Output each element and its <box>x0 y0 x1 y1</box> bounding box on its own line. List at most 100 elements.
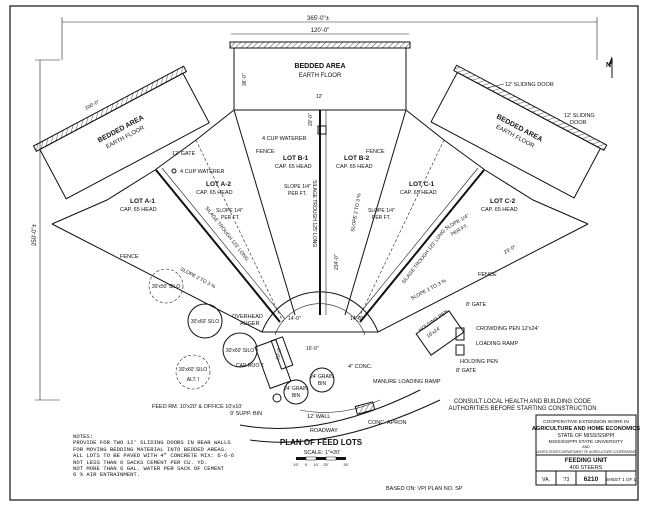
svg-text:LOT C-2: LOT C-2 <box>490 198 516 205</box>
overall-height-dim: 250'-0"± <box>32 223 38 246</box>
svg-text:CAP. 65 HEAD: CAP. 65 HEAD <box>196 190 233 196</box>
title-block: COOPERATIVE EXTENSION WORK IN AGRICULTUR… <box>532 414 640 486</box>
svg-text:30'x60' SILO: 30'x60' SILO <box>226 348 254 354</box>
svg-text:CAP. 65 HEAD: CAP. 65 HEAD <box>336 164 373 170</box>
svg-text:10': 10' <box>313 462 318 467</box>
sliding-door-top-label: 12' SLIDING DOOR <box>505 82 554 88</box>
roadway-label: ROADWAY <box>310 428 338 434</box>
svg-text:0: 0 <box>305 462 308 467</box>
lot-a2: LOT A-2 CAP. 65 HEAD <box>196 181 233 196</box>
svg-text:AUGER: AUGER <box>240 321 260 327</box>
silage-trough-center-label: SILAGE TROUGH 125' LONG <box>311 180 317 247</box>
svg-text:30'x50' SILO: 30'x50' SILO <box>152 284 180 290</box>
roadway <box>239 389 441 443</box>
svg-text:EARTH FLOOR: EARTH FLOOR <box>299 73 342 79</box>
notes-block: NOTES: PROVIDE FOR TWO 12' SLIDING DOORS… <box>73 433 283 479</box>
svg-text:N: N <box>606 62 611 69</box>
left-area-dim: 100'-0" <box>84 99 101 112</box>
right-pens: HOLDING PEN 16'x24' <box>415 309 465 356</box>
overall-dimensions: 365'-0"± 120'-0" 250'-0"± <box>32 16 598 401</box>
left-bedded-area: BEDDED AREA EARTH FLOOR <box>32 65 210 200</box>
inner-width-dim: 120'-0" <box>311 28 330 34</box>
fence-left-label: FENCE <box>120 254 139 260</box>
svg-text:24' GRAIN: 24' GRAIN <box>284 386 308 392</box>
svg-text:24' GRAIN: 24' GRAIN <box>310 374 334 380</box>
waterer-left-label: 4 CUP WATERER <box>180 169 225 175</box>
svg-text:30': 30' <box>343 462 348 467</box>
notes-line: NOT LESS THAN 6 SACKS CEMENT PER CU. YD. <box>73 458 208 466</box>
svg-text:20'-0": 20'-0" <box>308 113 314 126</box>
svg-text:CAP. 65 HEAD: CAP. 65 HEAD <box>120 207 157 213</box>
based-on-label: BASED ON: VPI PLAN NO. SP <box>386 486 463 492</box>
svg-text:20': 20' <box>323 462 328 467</box>
supp-bin-label: 9' SUPP. BIN <box>230 411 262 417</box>
lot-outline-lines <box>51 109 589 333</box>
fence-center-left-label: FENCE <box>256 149 275 155</box>
svg-text:PER FT.: PER FT. <box>372 215 391 221</box>
svg-text:VA.: VA. <box>542 477 550 483</box>
scale-label: SCALE: 1"=20' <box>304 450 340 456</box>
conc-apron-label: CONC. APRON <box>368 420 407 426</box>
conc-label: 4" CONC. <box>348 364 373 370</box>
fence-right-label: FENCE <box>478 272 497 278</box>
gate-left-label: 12' GATE <box>172 151 196 157</box>
svg-text:FEEDING UNIT: FEEDING UNIT <box>565 458 608 464</box>
svg-text:LOT A-1: LOT A-1 <box>130 198 155 205</box>
svg-text:BEDDED AREA: BEDDED AREA <box>294 63 345 70</box>
central-hub <box>261 291 379 336</box>
svg-text:STATE OF MISSISSIPPI: STATE OF MISSISSIPPI <box>558 433 615 439</box>
svg-text:COOPERATIVE EXTENSION WORK IN: COOPERATIVE EXTENSION WORK IN <box>543 419 629 425</box>
svg-text:MISSISSIPPI STATE UNIVERSITY: MISSISSIPPI STATE UNIVERSITY <box>549 439 625 445</box>
notes-line: ALL LOTS TO BE PAVED WITH 4" CONCRETE MI… <box>73 452 235 460</box>
svg-text:20'-0": 20'-0" <box>275 347 283 361</box>
svg-text:16'-0": 16'-0" <box>306 346 319 352</box>
dim-234: 234'-0" <box>334 254 340 270</box>
svg-text:LOT A-2: LOT A-2 <box>206 181 231 188</box>
svg-text:SLOPE 1/4": SLOPE 1/4" <box>284 184 311 190</box>
slope-2-3-center: SLOPE 2 TO 3 % <box>350 192 363 232</box>
overall-width-dim: 365'-0"± <box>307 16 330 22</box>
gate-8-bottom-label: 8' GATE <box>456 368 477 374</box>
svg-text:CAP. 65 HEAD: CAP. 65 HEAD <box>400 190 437 196</box>
plan-title: PLAN OF FEED LOTS <box>280 438 363 447</box>
lot-b1: LOT B-1 CAP. 65 HEAD <box>275 155 312 170</box>
svg-text:23'-0": 23'-0" <box>503 244 517 256</box>
lot-c2: LOT C-2 CAP. 65 HEAD <box>481 198 518 213</box>
svg-text:AGRICULTURE AND HOME ECONOMICS: AGRICULTURE AND HOME ECONOMICS <box>532 426 640 432</box>
waterer-center-label: 4 CUP WATERER <box>262 136 307 142</box>
notes-line: 6 % AIR ENTRAINMENT. <box>73 471 141 479</box>
svg-text:6210: 6210 <box>584 476 599 483</box>
svg-text:LOT C-1: LOT C-1 <box>409 181 435 188</box>
svg-text:ALT. I: ALT. I <box>187 377 199 383</box>
holding-pen-right-label: HOLDING PEN <box>460 359 498 365</box>
grain-bin-2 <box>309 367 335 393</box>
sliding-door-right-label-2: DOOR <box>570 120 587 126</box>
slope-2-3-right: SLOPE 2 TO 3 % <box>410 278 448 302</box>
svg-text:30'x60' SILO: 30'x60' SILO <box>191 319 219 325</box>
manure-ramp-label: MANURE LOADING RAMP <box>373 379 441 385</box>
notes-line: FOR MOVING BEDDING MATERIAL INTO BEDDED … <box>73 445 228 453</box>
gate-8-top-label: 8' GATE <box>466 302 487 308</box>
svg-text:14'-0": 14'-0" <box>288 316 301 322</box>
svg-text:'73: '73 <box>563 477 570 483</box>
lot-a1: LOT A-1 CAP. 65 HEAD <box>120 198 157 213</box>
svg-text:CAP. 65 HEAD: CAP. 65 HEAD <box>481 207 518 213</box>
svg-text:UNITED STATES DEPARTMENT OF AG: UNITED STATES DEPARTMENT OF AGRICULTURE … <box>536 450 637 454</box>
svg-text:CAP. 65 HEAD: CAP. 65 HEAD <box>275 164 312 170</box>
svg-text:AND: AND <box>582 445 590 449</box>
silage-trough-right-label: SILAGE TROUGH 123' LONG <box>401 228 447 285</box>
svg-text:LOT B-1: LOT B-1 <box>283 155 309 162</box>
notes-line: PROVIDE FOR TWO 12' SLIDING DOORS IN REA… <box>73 439 231 447</box>
notes-line: NOT MORE THAN 6 GAL. WATER PER SACK OF C… <box>73 465 225 473</box>
svg-text:36'-0": 36'-0" <box>242 73 248 86</box>
svg-text:10': 10' <box>293 462 298 467</box>
silos: 30'x50' SILO 30'x60' SILO 30'x60' SILO 3… <box>148 268 258 390</box>
loading-ramp-label: LOADING RAMP <box>476 341 519 347</box>
svg-text:BIN: BIN <box>318 381 327 387</box>
svg-text:LOT B-2: LOT B-2 <box>344 155 370 162</box>
center-bedded-area: BEDDED AREA EARTH FLOOR 36'-0" <box>229 41 411 111</box>
svg-text:BIN: BIN <box>292 393 301 399</box>
slope-2-3-left: SLOPE 2 TO 3 % <box>179 266 217 290</box>
svg-text:30'x60' SILO: 30'x60' SILO <box>179 367 207 373</box>
